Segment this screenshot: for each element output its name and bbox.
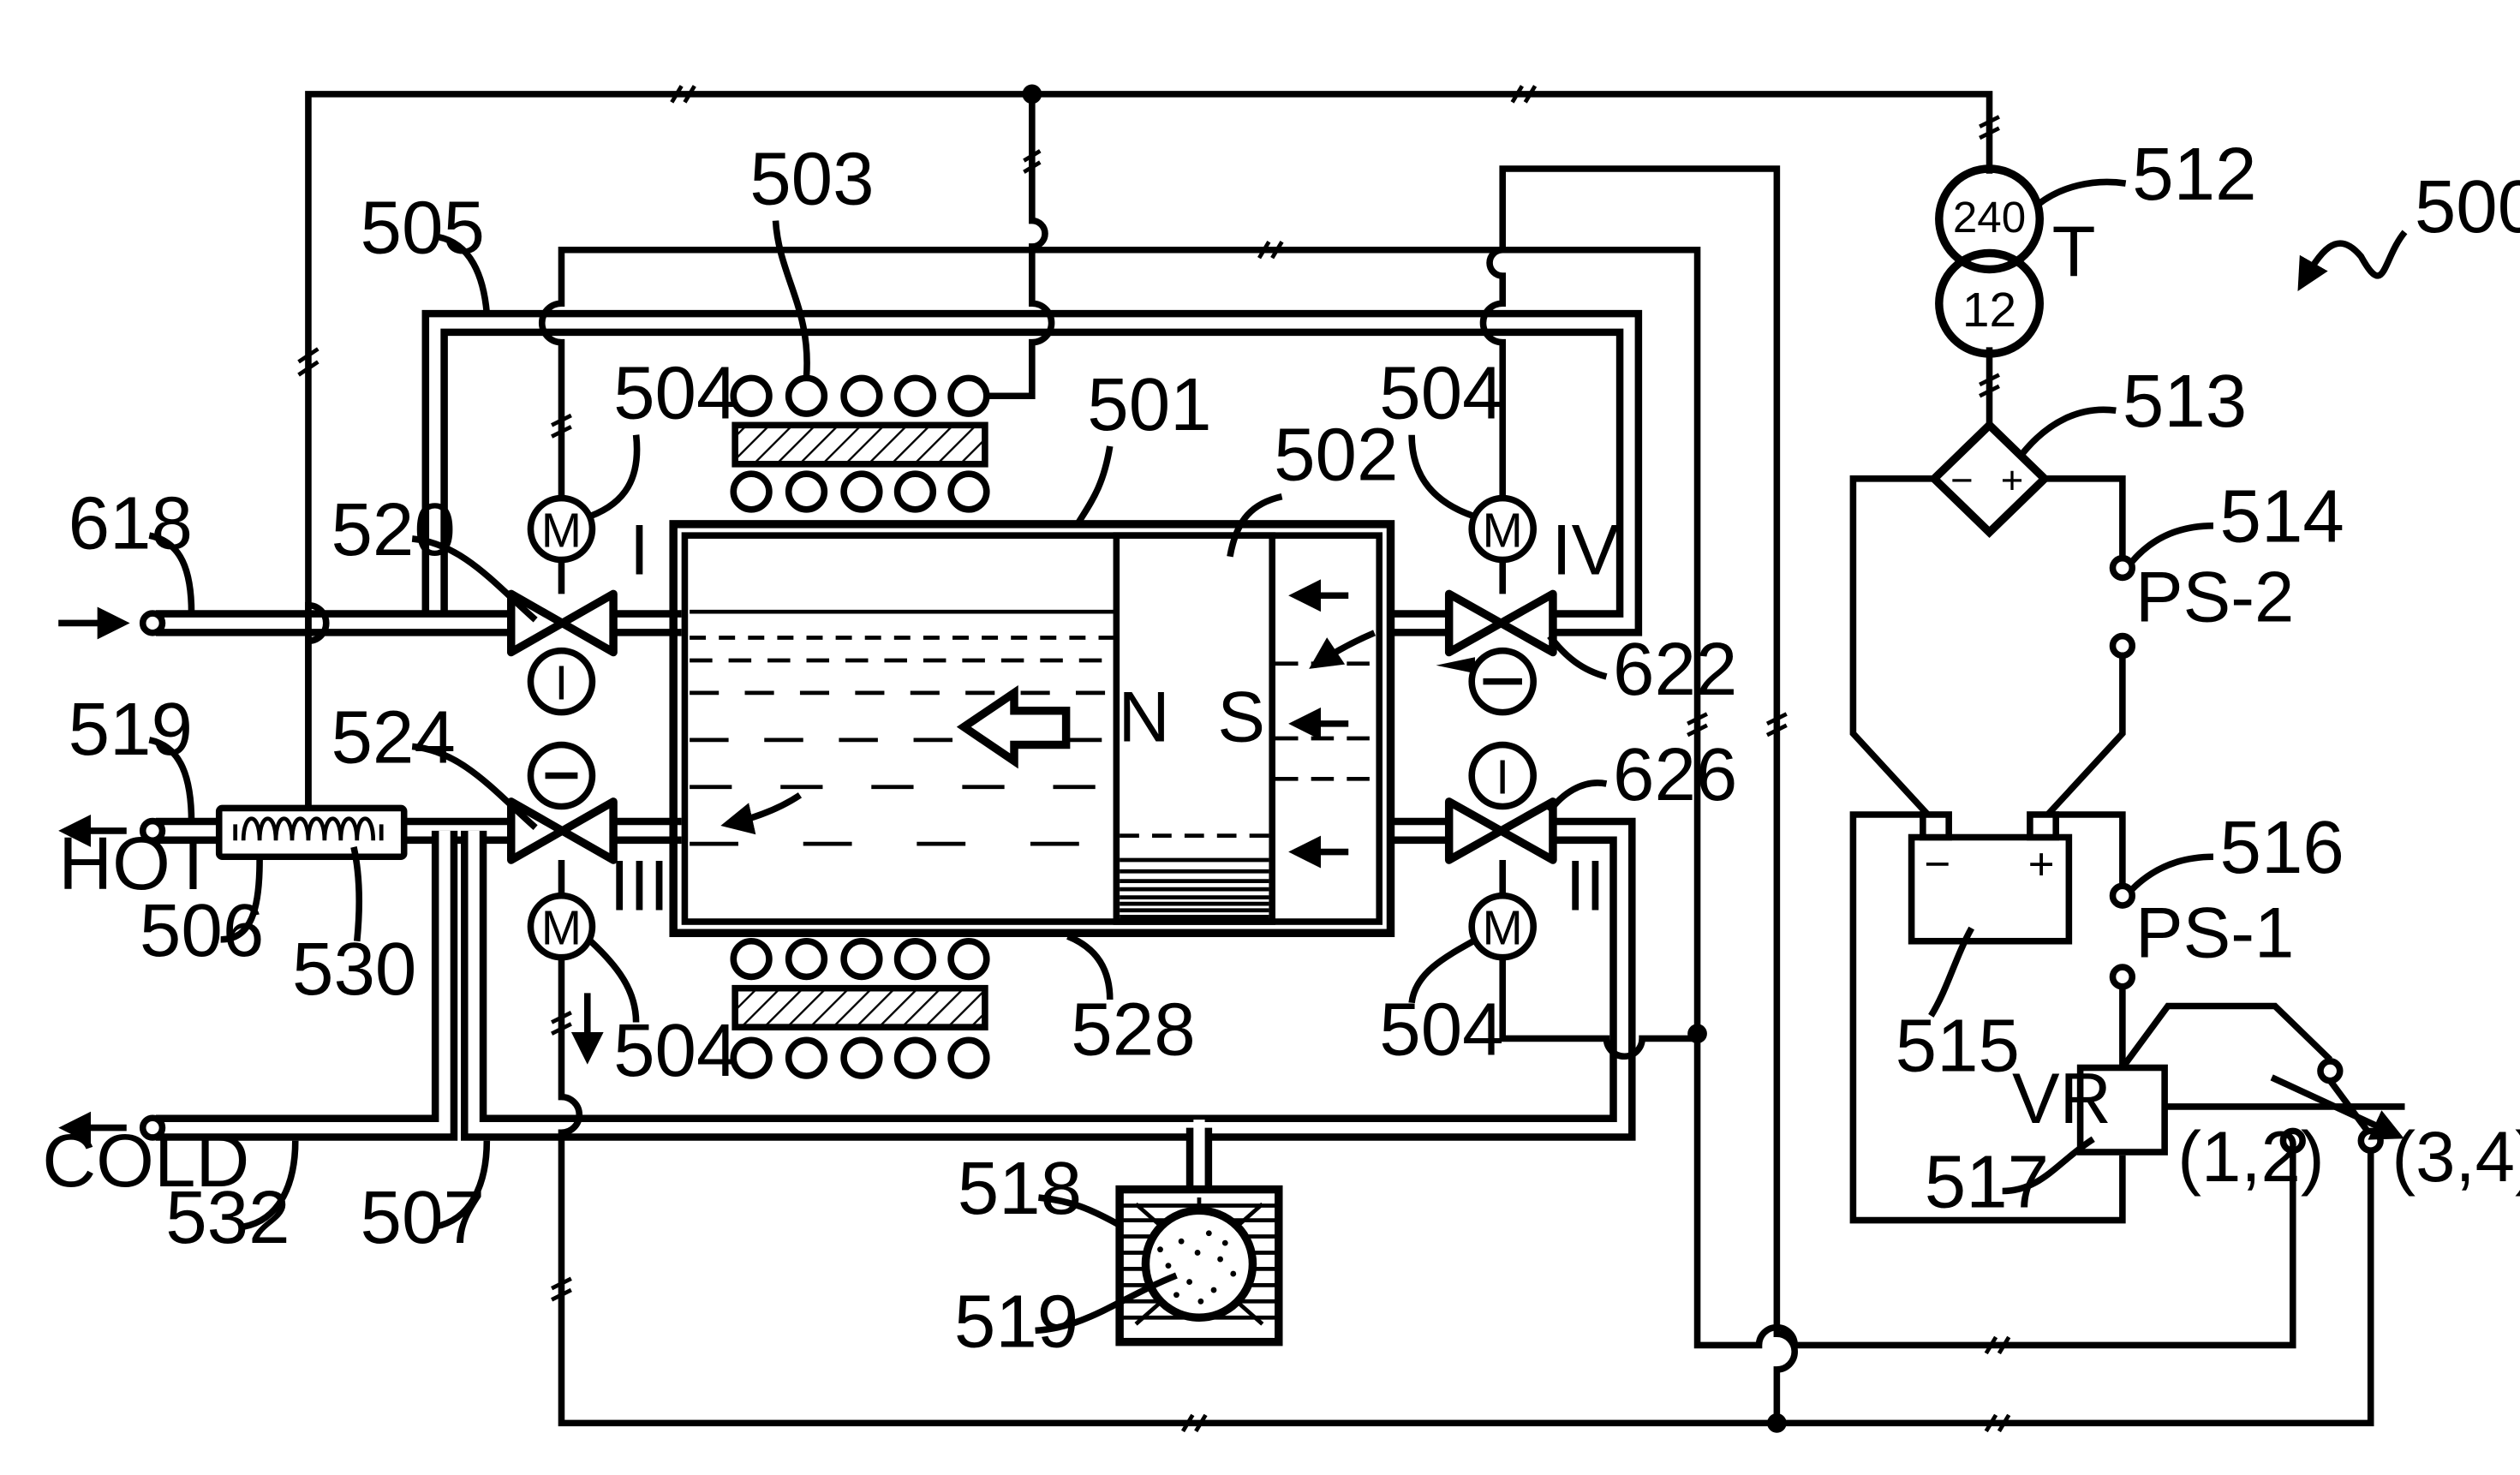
svg-text:I: I bbox=[1496, 750, 1509, 804]
sensor-minus-icon bbox=[1472, 651, 1533, 713]
label-519-filter: 519 bbox=[954, 1280, 1078, 1363]
valve-ii-label: II bbox=[1566, 846, 1605, 926]
svg-text:+: + bbox=[2001, 458, 2024, 502]
svg-text:M: M bbox=[541, 504, 582, 558]
label-504-tr: 504 bbox=[1379, 352, 1503, 435]
filter[interactable] bbox=[1120, 1190, 1279, 1342]
label-516: 516 bbox=[2220, 806, 2344, 889]
valve-icon bbox=[1449, 802, 1553, 860]
label-504-bl: 504 bbox=[613, 1009, 737, 1092]
label-500: 500 bbox=[2415, 165, 2520, 248]
sensor-minus-icon bbox=[530, 745, 592, 807]
sensor-icon: I bbox=[530, 651, 592, 713]
switch-icon bbox=[2320, 1061, 2340, 1081]
valve-iv[interactable]: M IV bbox=[1436, 499, 1620, 713]
tank: N S bbox=[673, 524, 1390, 933]
label-501: 501 bbox=[1087, 363, 1211, 446]
heater bbox=[219, 808, 404, 857]
pressure-switch-ps1[interactable]: PS-1 bbox=[2113, 886, 2295, 986]
transformer: 240 12 T bbox=[1939, 169, 2096, 354]
sensor-icon: I bbox=[1472, 745, 1533, 807]
switch-position-a: (1,2) bbox=[2177, 1117, 2324, 1197]
svg-text:M: M bbox=[1483, 504, 1523, 558]
label-532: 532 bbox=[165, 1176, 290, 1259]
label-518: 518 bbox=[958, 1147, 1082, 1230]
motor-icon: M bbox=[1472, 896, 1533, 958]
svg-text:I: I bbox=[555, 656, 569, 710]
magnet-north-label: N bbox=[1118, 678, 1169, 757]
motor-icon: M bbox=[530, 896, 592, 958]
battery: − + bbox=[1912, 815, 2069, 941]
label-524: 524 bbox=[331, 696, 455, 779]
label-513: 513 bbox=[2123, 360, 2247, 443]
svg-text:PS-2: PS-2 bbox=[2135, 558, 2294, 637]
pressure-switch-ps2[interactable]: PS-2 bbox=[2113, 558, 2295, 656]
top-coil bbox=[733, 378, 987, 509]
selector-switch[interactable]: (1,2) (3,4) bbox=[2177, 1061, 2520, 1197]
label-512: 512 bbox=[2132, 133, 2256, 216]
svg-text:M: M bbox=[1483, 902, 1523, 956]
svg-text:12: 12 bbox=[1962, 284, 2016, 337]
valve-i[interactable]: M I I bbox=[511, 499, 649, 713]
valve-icon bbox=[511, 594, 613, 652]
label-622: 622 bbox=[1613, 628, 1737, 711]
motor-icon: M bbox=[1472, 499, 1533, 560]
valve-iii-label: III bbox=[610, 846, 669, 926]
svg-text:+: + bbox=[2028, 839, 2055, 890]
label-504-br: 504 bbox=[1379, 988, 1503, 1071]
svg-text:−: − bbox=[1950, 458, 1974, 502]
pressure-switch-icon bbox=[2113, 886, 2133, 905]
valve-ii[interactable]: I M II bbox=[1449, 745, 1605, 958]
svg-text:PS-1: PS-1 bbox=[2135, 893, 2294, 973]
transformer-letter: T bbox=[2052, 212, 2096, 291]
label-507: 507 bbox=[361, 1176, 485, 1259]
label-528: 528 bbox=[1071, 988, 1195, 1071]
label-504-tl: 504 bbox=[613, 352, 737, 435]
pressure-switch-icon bbox=[2113, 558, 2133, 578]
label-515: 515 bbox=[1896, 1004, 2020, 1087]
valve-icon bbox=[511, 802, 613, 860]
motor-icon: M bbox=[530, 499, 592, 560]
svg-text:−: − bbox=[1924, 839, 1950, 890]
valve-i-label: I bbox=[630, 511, 649, 590]
label-520: 520 bbox=[331, 488, 455, 571]
magnet-south-label: S bbox=[1217, 678, 1265, 757]
label-503: 503 bbox=[749, 138, 874, 221]
valve-iv-label: IV bbox=[1551, 511, 1619, 590]
valve-icon bbox=[1449, 594, 1553, 652]
voltage-regulator: VR bbox=[2012, 1059, 2165, 1152]
bottom-coil bbox=[733, 941, 987, 1076]
svg-text:M: M bbox=[541, 902, 582, 956]
switch-position-b: (3,4) bbox=[2392, 1117, 2520, 1197]
svg-text:240: 240 bbox=[1953, 193, 2026, 242]
rectifier: − + bbox=[1934, 425, 2045, 532]
label-626: 626 bbox=[1613, 733, 1737, 816]
svg-text:VR: VR bbox=[2012, 1059, 2111, 1138]
label-514: 514 bbox=[2220, 475, 2344, 558]
